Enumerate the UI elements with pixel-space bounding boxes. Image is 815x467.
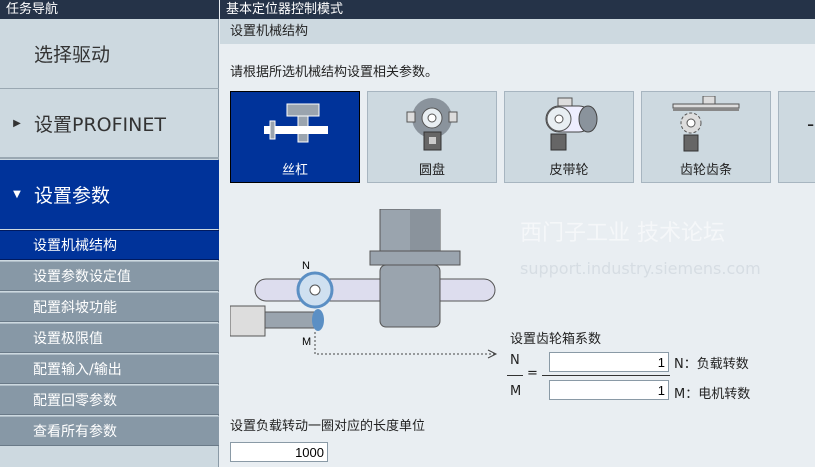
sidebar-item-mechanics[interactable]: 设置机械结构 [0,230,219,260]
partial-icon: - [807,112,815,136]
sidebar-item-ramp[interactable]: 配置斜坡功能 [0,292,219,322]
watermark-text: 西门子工业 技术论坛 [520,221,725,246]
mechanism-label: 皮带轮 [549,163,589,178]
mechanism-belt-button[interactable]: 皮带轮 [504,91,634,183]
instruction-text: 请根据所选机械结构设置相关参数。 [230,65,439,80]
chevron-down-icon: ▼ [13,189,21,200]
nav-select-drive[interactable]: 选择驱动 [0,19,219,89]
gear-m-input[interactable] [549,380,669,400]
sidebar-item-io[interactable]: 配置输入/输出 [0,354,219,384]
rack-pinion-icon [672,96,740,152]
mechanism-rack-pinion-button[interactable]: 齿轮齿条 [641,91,771,183]
section-title: 设置机械结构 [220,19,815,44]
mechanism-label: 齿轮齿条 [679,163,732,178]
main-panel: 设置机械结构 请根据所选机械结构设置相关参数。 丝杠 圆盘 皮带轮 齿轮齿条 -… [220,19,815,467]
task-navigation-header: 任务导航 [0,0,219,19]
watermark-url: support.industry.siemens.com [520,259,761,278]
diagram-m-label: M [302,336,311,348]
sidebar-item-limits[interactable]: 设置极限值 [0,323,219,353]
sidebar-item-all-params[interactable]: 查看所有参数 [0,416,219,446]
fraction-line-short [507,375,523,376]
diagram-n-label: N [302,260,310,272]
gear-n-input[interactable] [549,352,669,372]
gearbox-diagram: N M [230,209,498,359]
mechanism-rotary-table-button[interactable]: 圆盘 [367,91,497,183]
equals-sign: = [527,366,538,381]
nav-label: 设置参数 [34,185,111,207]
fraction-m-label: M [510,384,522,399]
sidebar: 选择驱动 ▶ 设置PROFINET ▼ 设置参数 设置机械结构 设置参数设定值 配置… [0,19,219,467]
fraction-line [542,375,670,376]
mechanism-ballscrew-button[interactable]: 丝杠 [230,91,360,183]
mechanism-label: 圆盘 [418,163,445,178]
nav-label: 选择驱动 [34,44,111,66]
nav-setup-profinet[interactable]: ▶ 设置PROFINET [0,90,219,159]
main-title: 基本定位器控制模式 [220,0,815,19]
nav-label: 设置PROFINET [34,114,166,136]
n-description: N：负载转数 [674,357,749,372]
length-unit-input[interactable] [230,442,328,462]
length-unit-label: 设置负载转动一圈对应的长度单位 [230,419,426,434]
chevron-right-icon: ▶ [13,118,21,129]
gearbox-title: 设置齿轮箱系数 [510,332,602,347]
rotary-table-icon [406,98,458,151]
m-description: M：电机转数 [674,387,751,402]
fraction-n-label: N [510,353,520,368]
sidebar-item-homing[interactable]: 配置回零参数 [0,385,219,415]
mechanism-label: 丝杠 [281,163,308,178]
sidebar-item-setpoint[interactable]: 设置参数设定值 [0,261,219,291]
nav-setup-parameters[interactable]: ▼ 设置参数 [0,160,219,229]
ballscrew-icon [264,103,328,143]
belt-pulley-icon [545,97,598,151]
mechanism-more-button[interactable]: - [778,91,815,183]
